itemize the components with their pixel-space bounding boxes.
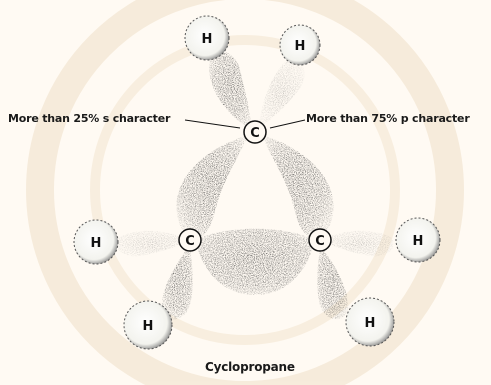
c-h-bond-top-left [209, 51, 252, 130]
hydrogen-symbol: H [202, 32, 213, 47]
hydrogen-symbol: H [91, 236, 102, 251]
p-character-leader-line [270, 120, 305, 128]
hydrogen-symbol: H [143, 319, 154, 334]
diagram-caption: Cyclopropane [205, 360, 295, 374]
hydrogen-atoms [74, 16, 440, 349]
s-character-label: More than 25% s character [8, 112, 170, 125]
hydrogen-symbol: H [413, 234, 424, 249]
c-c-bond-bottom [195, 229, 315, 295]
c-h-bond-right-lower [317, 245, 348, 319]
c-h-bond-top-right [258, 59, 305, 130]
s-character-leader-line [185, 120, 240, 128]
c-c-bond-right [262, 135, 334, 239]
carbon-symbol: C [185, 234, 195, 249]
c-h-bond-left-lower [162, 245, 193, 319]
c-h-bond-right-outer [322, 231, 393, 257]
p-character-label: More than 75% p character [306, 112, 470, 125]
c-c-bond-left [176, 135, 248, 239]
hydrogen-symbol: H [295, 39, 306, 54]
carbon-symbol: C [250, 126, 260, 141]
hydrogen-symbol: H [365, 316, 376, 331]
c-h-bond-left-outer [117, 231, 188, 257]
carbon-symbol: C [315, 234, 325, 249]
